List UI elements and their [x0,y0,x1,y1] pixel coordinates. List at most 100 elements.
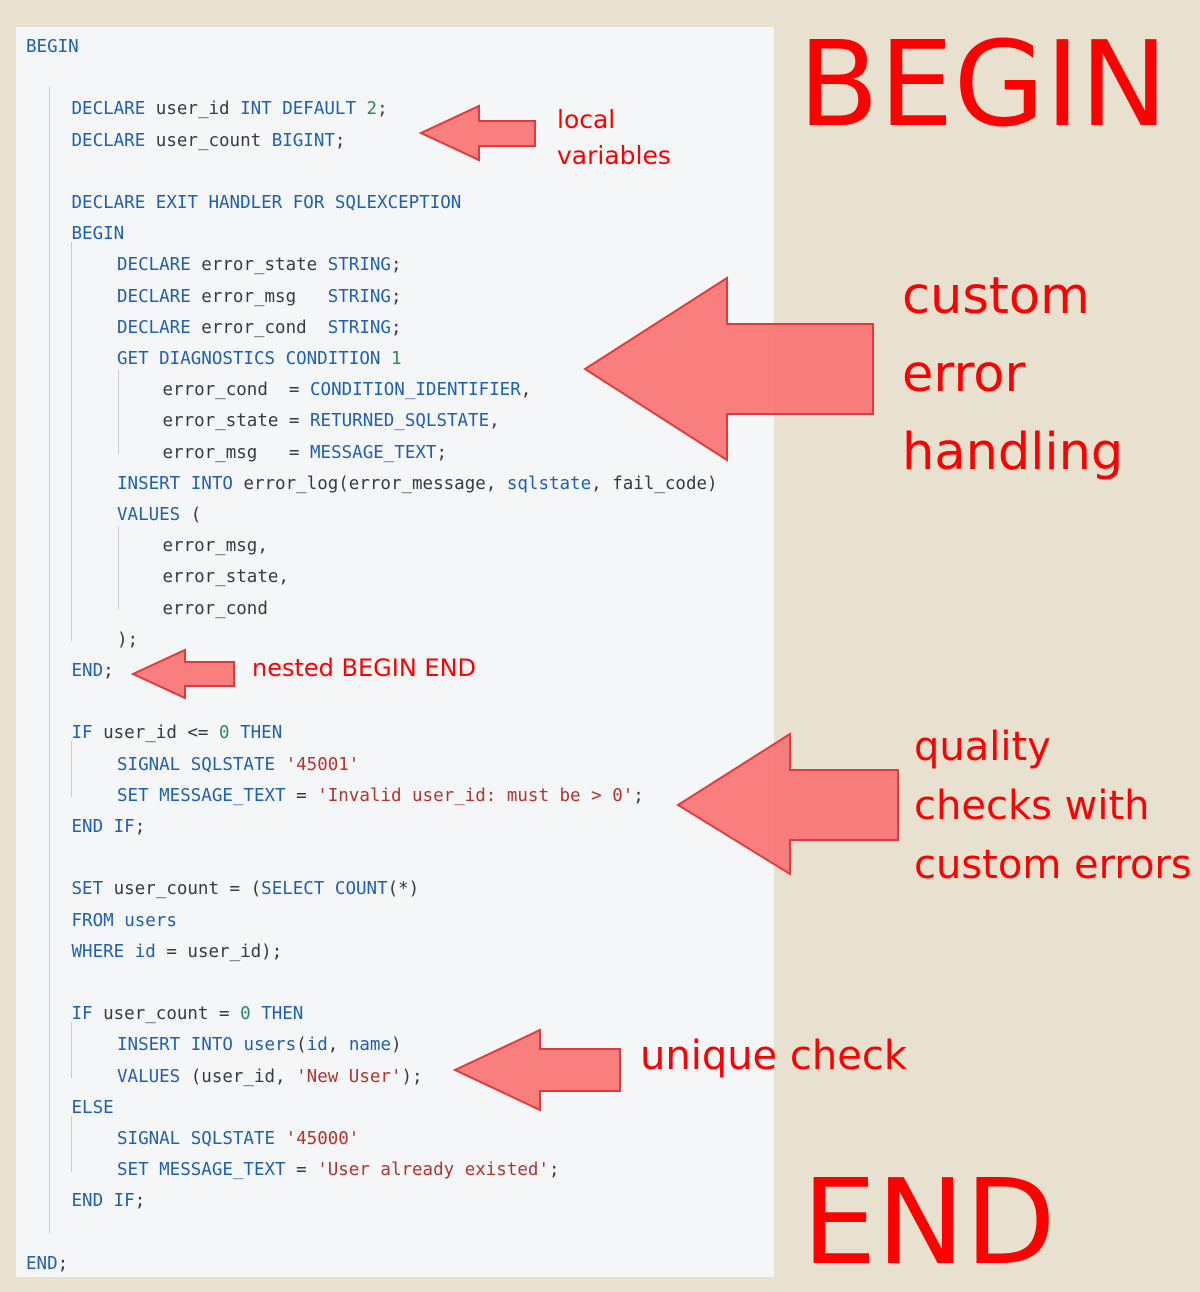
code-line: INSERT INTO users(id, name) [117,1034,402,1056]
code-token: END [26,1253,58,1274]
code-token: INT DEFAULT [240,99,356,120]
code-line: END IF; [72,816,146,838]
code-token: RETURNED_SQLSTATE [310,411,490,432]
code-token: ; [334,130,346,151]
indent-guide [71,1021,72,1079]
indent-guide [71,1115,72,1172]
code-token: = [285,785,318,806]
code-line: SET user_count = (SELECT COUNT(*) [72,878,420,900]
code-token: user_id <= [92,723,220,744]
code-token: IF [71,1004,93,1025]
code-token: SET MESSAGE_TEXT [117,1160,286,1181]
code-token: VALUES [117,1066,181,1087]
code-line: error_cond [163,598,268,620]
code-token: ELSE [71,1097,114,1118]
code-token: ); [401,1066,423,1087]
code-token: , fail_code) [591,473,718,494]
arrow-local-variables-shape [418,104,536,162]
code-line: IF user_count = 0 THEN [72,1003,304,1025]
code-token: 0 [219,723,230,744]
code-token: error_msg [190,286,328,307]
code-line: ELSE [72,1097,114,1119]
code-line: error_state, [163,566,289,588]
code-token: user_count = [92,1004,241,1025]
arrow-unique-check-shape [452,1028,621,1112]
code-token: ( [296,1035,307,1056]
code-token: (user_id, [180,1066,297,1087]
code-line: INSERT INTO error_log(error_message, sql… [117,473,718,495]
code-token: END [71,661,104,681]
code-line: error_cond = CONDITION_IDENTIFIER, [163,379,532,401]
code-token: ; [57,1253,69,1274]
code-line: IF user_id <= 0 THEN [72,722,283,744]
indent-guide [118,369,119,455]
arrow-quality-checks-shape [676,732,899,876]
code-line: VALUES (user_id, 'New User'); [117,1066,423,1088]
code-token: = user_id); [155,941,283,962]
code-line: error_state = RETURNED_SQLSTATE, [163,410,500,432]
code-token: user_count [145,130,272,151]
code-line: END; [72,660,114,682]
big-end-label: END [802,1153,1056,1291]
code-token: error_state, [162,567,289,588]
code-token: IF [71,723,93,744]
unique-check-annotation: unique check [640,1033,907,1079]
code-token: = [285,1160,318,1181]
code-token: ; [548,1160,560,1181]
code-line: SIGNAL SQLSTATE '45001' [117,754,359,776]
code-token: ; [390,255,402,276]
code-line: DECLARE user_id INT DEFAULT 2; [72,98,388,120]
code-line: VALUES ( [117,504,201,526]
code-token: error_cond [190,317,328,338]
code-line: SIGNAL SQLSTATE '45000' [117,1128,359,1150]
code-token: user_id [145,99,241,120]
code-line: BEGIN [26,36,79,58]
code-token: STRING [327,286,391,307]
code-token: END IF [71,817,135,837]
code-line: BEGIN [72,223,125,245]
code-token: 1 [390,349,402,369]
code-token: error_state = [162,411,311,432]
code-token: STRING [327,255,391,276]
code-token: '45000' [285,1129,360,1149]
code-token: 0 [240,1004,251,1025]
code-token: ); [117,629,139,650]
code-line: DECLARE user_count BIGINT; [72,130,346,152]
code-token: END IF [71,1191,135,1212]
code-token: ; [103,661,114,681]
code-line: WHERE id = user_id); [72,941,283,963]
code-line: END; [26,1253,68,1275]
code-line: SET MESSAGE_TEXT = 'User already existed… [117,1159,560,1181]
code-token: CONDITION_IDENTIFIER [310,380,521,401]
code-token: SET [71,879,104,900]
big-begin-label: BEGIN [798,15,1169,153]
arrow-nested-shape [130,648,235,700]
code-line: DECLARE error_state STRING; [117,254,402,276]
code-token: error_msg = [162,442,311,463]
code-line: END IF; [72,1190,146,1212]
code-token: ( [180,505,202,525]
code-token: DECLARE [71,130,146,151]
code-token: ; [134,817,146,837]
code-line: error_msg, [163,535,268,557]
code-token: users [124,910,177,931]
code-line: GET DIAGNOSTICS CONDITION 1 [117,348,402,370]
code-token: COUNT [334,879,388,900]
code-token: DECLARE [117,317,191,338]
code-token: DECLARE [117,255,191,276]
code-token: 2 [366,99,378,120]
custom-error-handling-annotation: custom error handling [902,267,1124,482]
code-token: , [520,380,532,401]
code-line: DECLARE EXIT HANDLER FOR SQLEXCEPTION [72,192,462,214]
code-token: ; [633,785,644,806]
nested-begin-end-annotation: nested BEGIN END [252,654,477,682]
code-token: id [134,941,156,962]
code-line: DECLARE error_cond STRING; [117,317,402,339]
quality-checks-annotation: quality checks with custom errors [914,724,1192,888]
code-token: GET DIAGNOSTICS CONDITION [117,349,381,369]
indent-guide [118,525,119,611]
code-token: , [327,1035,349,1056]
code-token: INSERT INTO [117,1035,233,1056]
